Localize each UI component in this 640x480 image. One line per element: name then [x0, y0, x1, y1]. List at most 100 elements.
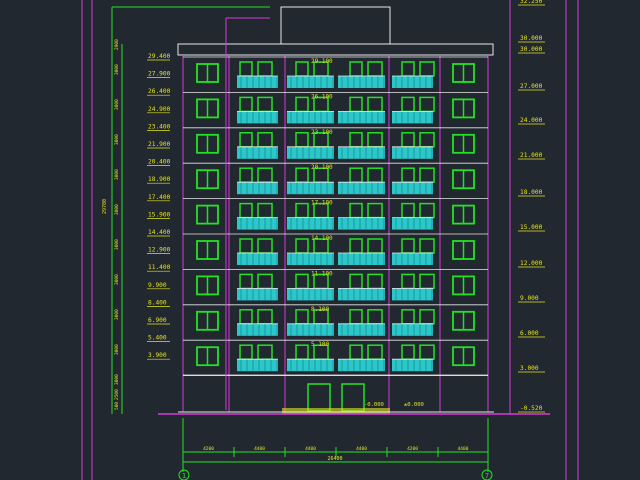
balcony-door	[401, 273, 415, 290]
left-elevation-label: 23.400	[148, 123, 171, 130]
vertical-dim-label: 3000	[114, 204, 120, 215]
vertical-dim-label: 3000	[114, 99, 120, 110]
ground-label-entrance: -0.000	[364, 402, 384, 408]
vertical-dim-label: 3000	[114, 134, 120, 145]
balcony-railing	[338, 323, 385, 336]
balcony-railing	[237, 146, 278, 159]
balcony-door	[349, 61, 363, 77]
entrance-door-left	[307, 383, 331, 412]
balcony-door	[239, 273, 253, 290]
left-elevation-label: 18.900	[148, 176, 171, 183]
balcony-door	[367, 309, 383, 325]
balcony-door	[401, 202, 415, 219]
balcony-door	[367, 96, 383, 113]
balcony-railing	[392, 146, 433, 159]
right-elevation-label: 12.000	[520, 260, 543, 267]
left-elevation-label: 6.900	[148, 317, 167, 324]
balcony-railing	[237, 217, 278, 230]
vertical-dim-label: 3000	[114, 344, 120, 355]
balcony-railing	[392, 111, 433, 124]
vertical-dim-label: 3000	[114, 309, 120, 320]
balcony-railing	[237, 323, 278, 336]
left-elevation-label: 12.900	[148, 247, 171, 254]
balcony-door	[295, 61, 309, 77]
balcony-railing	[287, 253, 334, 265]
balcony-railing	[392, 182, 433, 195]
balcony-door	[419, 344, 435, 360]
axis-label-1: 1	[182, 472, 186, 480]
center-elevation-label: 23.100	[311, 129, 333, 136]
right-elevation-label: 30.000	[520, 35, 543, 42]
balcony-door	[349, 344, 363, 360]
balcony-door	[257, 202, 273, 219]
left-elevation-label: 14.400	[148, 229, 171, 236]
balcony-railing	[338, 288, 385, 301]
balcony-door	[367, 167, 383, 183]
balcony-door	[257, 273, 273, 290]
left-elevation-label: 20.400	[148, 159, 171, 166]
balcony-railing	[338, 359, 385, 372]
bottom-dim-label: 4400	[254, 446, 265, 452]
balcony-door	[257, 167, 273, 183]
center-elevation-label: 26.100	[311, 93, 333, 100]
vertical-dim-label: 3000	[114, 64, 120, 75]
balcony-railing	[237, 359, 278, 372]
balcony-door	[257, 96, 273, 113]
balcony-railing	[287, 359, 334, 372]
right-elevation-label: 18.000	[520, 189, 543, 196]
left-elevation-labels: 29.40027.90026.40024.90023.40021.90020.4…	[147, 53, 171, 360]
balconies	[237, 75, 433, 372]
windows	[196, 61, 475, 367]
balcony-railing	[338, 253, 385, 265]
balcony-door	[239, 309, 253, 325]
balcony-door	[419, 61, 435, 77]
bottom-dim-label: 4400	[356, 446, 367, 452]
balcony-door	[239, 238, 253, 254]
balcony-railing	[287, 111, 334, 124]
balcony-railing	[237, 288, 278, 301]
vertical-dimension-labels: 2900300030003000300030003000300030003000…	[114, 39, 120, 410]
balcony-door	[419, 238, 435, 254]
building-outline	[182, 55, 489, 412]
balcony-door	[367, 132, 383, 148]
balcony-railing	[237, 111, 278, 124]
balcony-railing	[237, 253, 278, 265]
axis-bubble-1: 1	[178, 469, 190, 480]
vertical-dim-label: 2900	[114, 39, 120, 50]
right-elevation-label: 24.000	[520, 117, 543, 124]
center-elevation-label: 11.100	[311, 270, 333, 277]
balcony-door	[349, 167, 363, 183]
vertical-dim-label: 2500	[114, 389, 120, 400]
balcony-railing	[338, 111, 385, 124]
balcony-door	[239, 344, 253, 360]
left-elevation-label: 9.900	[148, 282, 167, 289]
balcony-railing	[392, 217, 433, 230]
balcony-door	[419, 167, 435, 183]
axis-bubble-7: 7	[481, 469, 493, 480]
center-elevation-label: 14.100	[311, 235, 333, 242]
balcony-door	[401, 96, 415, 113]
balcony-railing	[392, 288, 433, 301]
balcony-door	[239, 61, 253, 77]
balcony-door	[401, 344, 415, 360]
balcony-door	[401, 167, 415, 183]
balcony-door	[401, 238, 415, 254]
balcony-door	[295, 202, 309, 219]
left-elevation-label: 3.900	[148, 352, 167, 359]
balcony-door	[367, 344, 383, 360]
balcony-railing	[338, 217, 385, 230]
total-height-label: 29700	[102, 199, 108, 214]
left-elevation-label: 15.900	[148, 211, 171, 218]
balcony-railing	[287, 323, 334, 336]
bottom-dim-label: 4400	[458, 446, 469, 452]
right-elevation-label: 30.000	[520, 46, 543, 53]
left-elevation-label: 21.900	[148, 141, 171, 148]
vertical-dim-label: 500	[114, 402, 120, 410]
balcony-door	[401, 309, 415, 325]
axis-label-7: 7	[485, 472, 489, 480]
balcony-door	[257, 61, 273, 77]
balcony-door	[349, 273, 363, 290]
vertical-dim-label: 3000	[114, 374, 120, 385]
